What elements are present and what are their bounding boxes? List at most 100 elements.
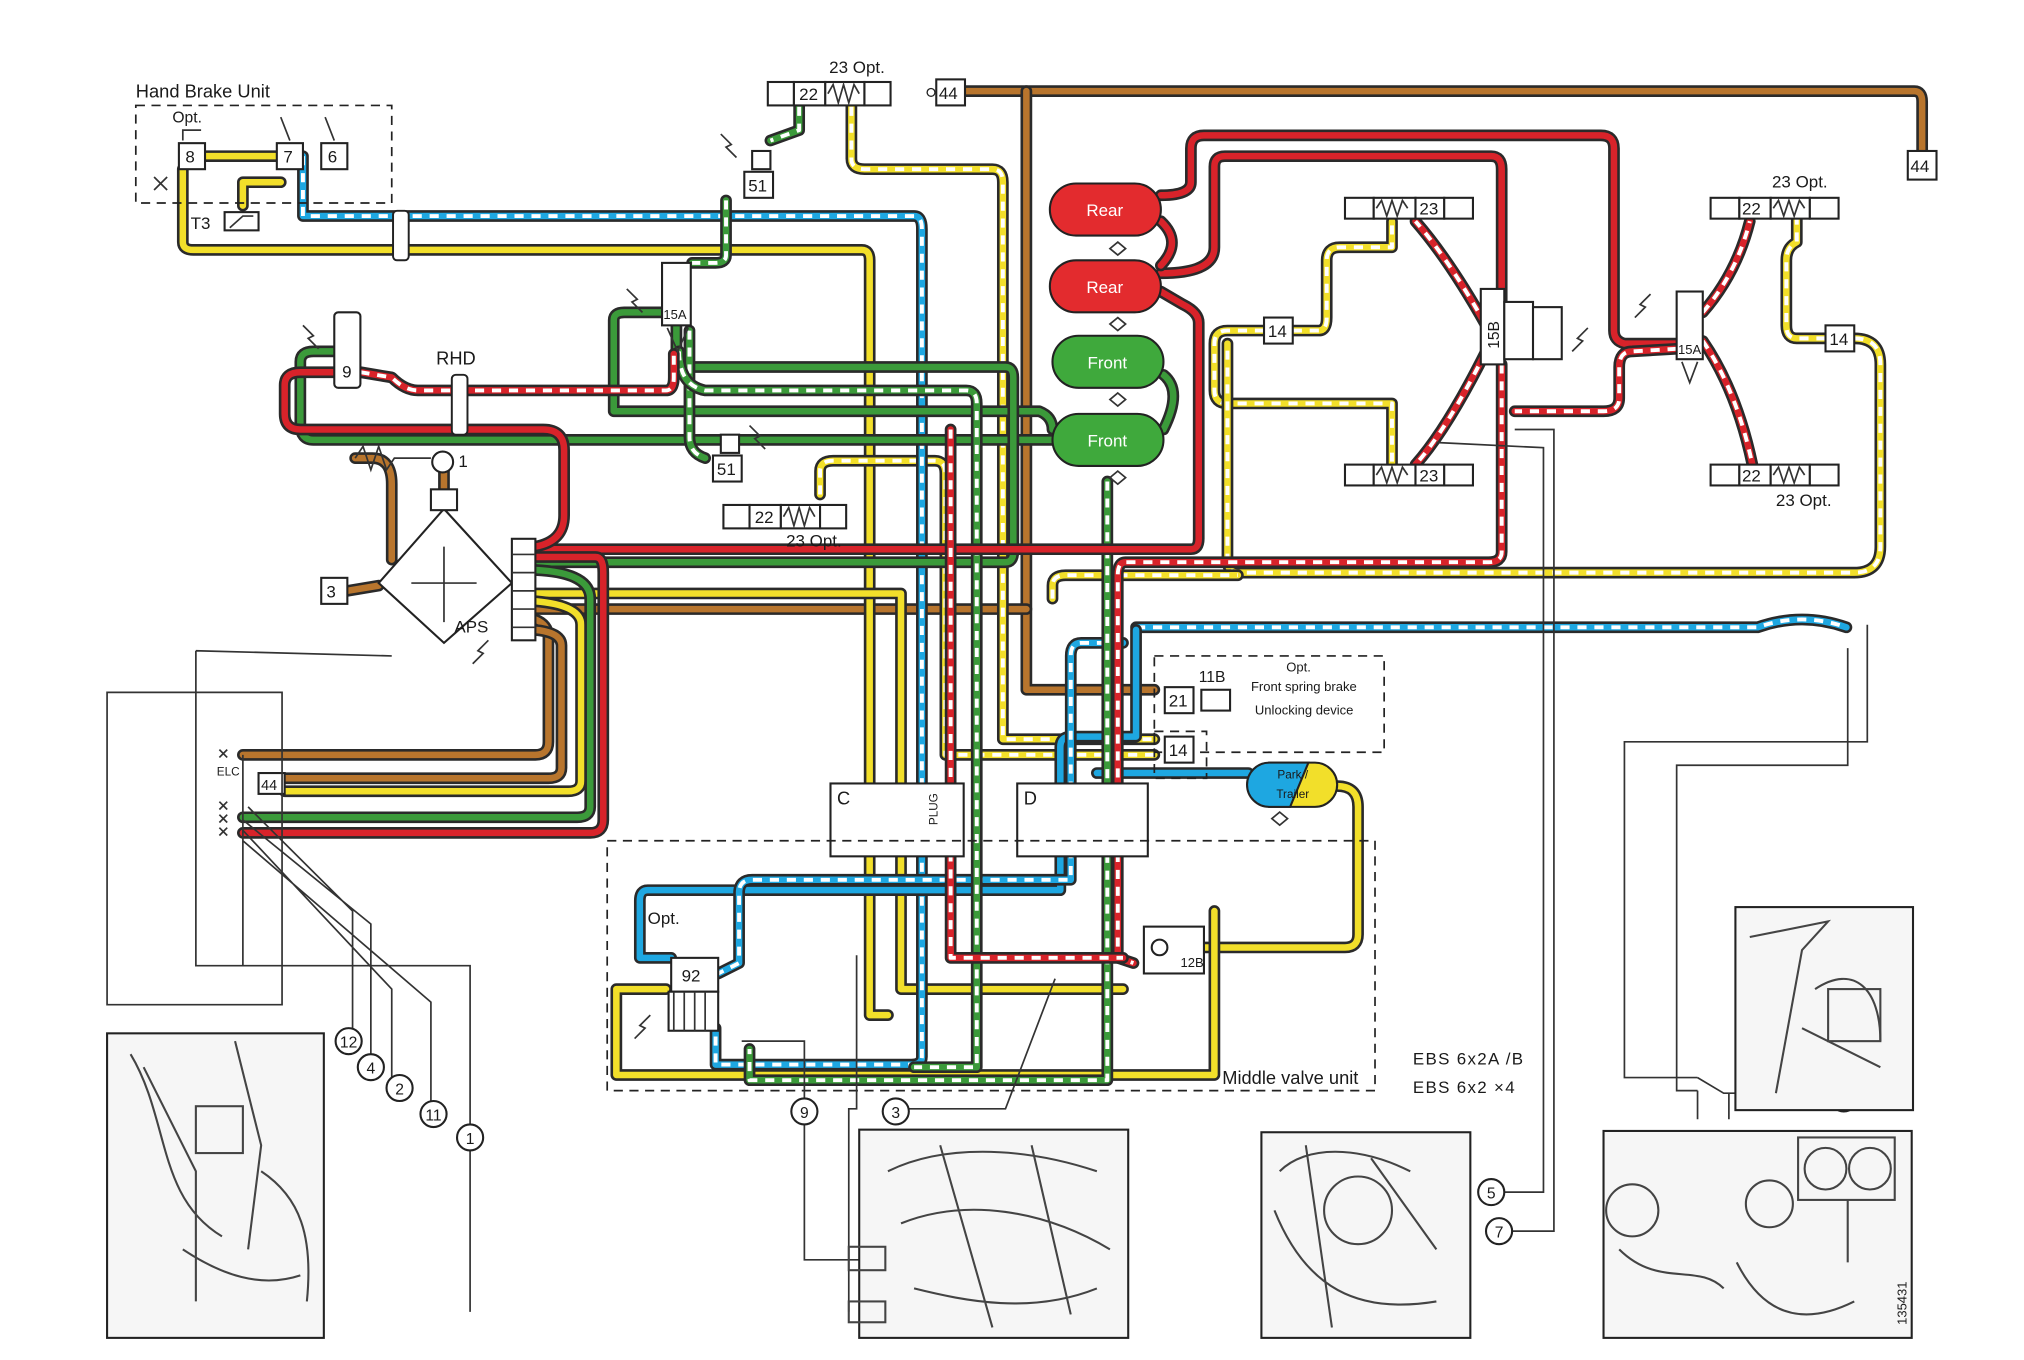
label-d: D	[1024, 787, 1037, 808]
photo-inset-center	[847, 1128, 1130, 1339]
connector-11: 11	[425, 1108, 441, 1125]
hand-brake-unit: Hand Brake Unit Opt. 8 7 6 T3	[134, 81, 393, 233]
label-51-top: 51	[748, 176, 767, 195]
connector-5: 5	[1487, 1186, 1496, 1203]
label-23opt-r2: 23 Opt.	[1776, 491, 1832, 510]
elc-connector: ELC 44	[217, 749, 286, 837]
pipe-green-f1	[1157, 368, 1180, 436]
label-22-r1: 22	[1742, 200, 1761, 219]
spring-1: 1	[354, 443, 468, 474]
valve-14-r: 14	[1824, 324, 1856, 353]
pipe-yellow-mvu	[610, 905, 1221, 1081]
valve-6-label: 6	[328, 148, 337, 167]
tank-trailer-label: Trailer	[1276, 788, 1309, 801]
ebs-label-1: EBS 6x2A /B	[1413, 1050, 1525, 1069]
pipe-brown-top	[960, 85, 1929, 157]
pipe-red-15b-a	[1409, 215, 1492, 332]
hand-brake-unit-title: Hand Brake Unit	[136, 81, 270, 102]
photo-inset-top-right	[1734, 906, 1915, 1112]
label-15a-left: 15A	[663, 307, 687, 322]
front-spring-brake-unit: Opt. Front spring brake Unlocking device…	[1153, 655, 1386, 780]
rhd-label: RHD	[436, 347, 476, 368]
label-92: 92	[682, 966, 701, 985]
pipe-green-aps1	[529, 319, 1020, 569]
spring-icon-1	[354, 443, 431, 473]
opt-label-92: Opt.	[648, 909, 680, 928]
connector-7: 7	[1495, 1225, 1504, 1242]
label-12b: 12B	[1180, 955, 1203, 970]
fsb-opt-label: Opt.	[1286, 660, 1311, 675]
tank-rear-1	[1048, 182, 1162, 237]
label-15b: 15B	[1486, 321, 1503, 349]
label-14-fsb: 14	[1169, 741, 1188, 760]
fsb-subtitle: Unlocking device	[1255, 703, 1354, 718]
pipe-yellow-14a	[1208, 324, 1398, 471]
pipe-red-aps3	[237, 551, 610, 839]
pipe-yellow-hb3	[237, 176, 287, 212]
drain-icon	[1108, 240, 1127, 486]
tank-front-1	[1051, 334, 1165, 389]
electric-icon-9	[302, 324, 320, 350]
pipe-red-rear	[1154, 215, 1178, 272]
elc-label: ELC	[217, 766, 240, 779]
valve-14-a: 14	[1262, 316, 1294, 345]
label-11b: 11B	[1199, 669, 1226, 686]
label-21: 21	[1169, 692, 1188, 711]
label-23opt-mid: 23 Opt.	[786, 532, 842, 551]
pipe-brown-vertical	[1020, 85, 1161, 696]
pipe-green-22	[764, 100, 806, 147]
pneumatic-pipes	[176, 85, 1929, 1087]
label-22-r2: 22	[1742, 467, 1761, 486]
cap-icon	[153, 176, 168, 191]
pipe-red-15b	[1111, 358, 1508, 969]
connector-block-a	[392, 209, 410, 262]
pipe-blue-top	[1130, 613, 1853, 634]
photo-inset-bottom-right: 135431	[1602, 1129, 1913, 1339]
valve-44-top: 44	[926, 78, 967, 107]
label-23opt-r1: 23 Opt.	[1772, 172, 1828, 191]
label-3: 3	[326, 582, 335, 601]
valve-15a-right: 15A	[1634, 290, 1704, 386]
electric-icon-15a	[626, 288, 644, 313]
tank-rear-2	[1048, 259, 1162, 314]
valve-23-a: 23	[1343, 196, 1474, 220]
connector-1: 1	[466, 1131, 475, 1148]
valve-22-r2: 22 23 Opt.	[1709, 463, 1840, 510]
electric-icon-aps	[472, 639, 489, 665]
hand-brake-unit-frame	[134, 104, 393, 204]
pipe-brown-elc2	[278, 624, 568, 785]
sensor-51-mid: 51	[711, 424, 766, 483]
connector-9: 9	[800, 1105, 809, 1122]
valve-6	[320, 142, 349, 171]
tank-front-1-label: Front	[1088, 353, 1128, 372]
pipe-yellow-top22	[845, 100, 1161, 746]
pipe-red-top2	[1154, 150, 1508, 308]
image-number: 135431	[1894, 1281, 1909, 1324]
pipe-brown-1	[349, 452, 398, 566]
pipe-red-9	[354, 348, 680, 397]
ebs-label-2: EBS 6x2 ×4	[1413, 1078, 1516, 1097]
connector-2: 2	[395, 1082, 404, 1099]
pipe-red-15a-r	[1696, 215, 1756, 319]
label-51-mid: 51	[717, 460, 736, 479]
label-1: 1	[458, 452, 467, 471]
pipe-blue-line	[633, 624, 1142, 964]
pipe-red-15a-r3	[1508, 342, 1683, 418]
pipe-green-tank	[294, 345, 1059, 446]
pipe-yellow-park	[1198, 780, 1364, 954]
valve-23-b: 23	[1343, 463, 1474, 487]
opt-label-handbrake: Opt.	[172, 109, 202, 126]
middle-valve-unit-label: Middle valve unit	[1222, 1067, 1358, 1088]
pipe-red-15a-r2	[1696, 335, 1759, 471]
air-tanks: Rear Rear Front Front Park / Trailer	[1048, 182, 1339, 827]
pipe-brown-elc1	[237, 613, 555, 761]
pipe-green-51b	[683, 324, 712, 464]
label-9: 9	[342, 362, 351, 381]
connector-3: 3	[891, 1105, 900, 1122]
label-15a-right: 15A	[1678, 342, 1702, 357]
valve-22-r1: 23 Opt. 22	[1709, 172, 1840, 220]
pipe-green-mvu	[743, 475, 1114, 1087]
valve-7	[275, 142, 304, 171]
pipe-red-top	[1154, 129, 1683, 350]
spring-icon	[827, 81, 860, 106]
